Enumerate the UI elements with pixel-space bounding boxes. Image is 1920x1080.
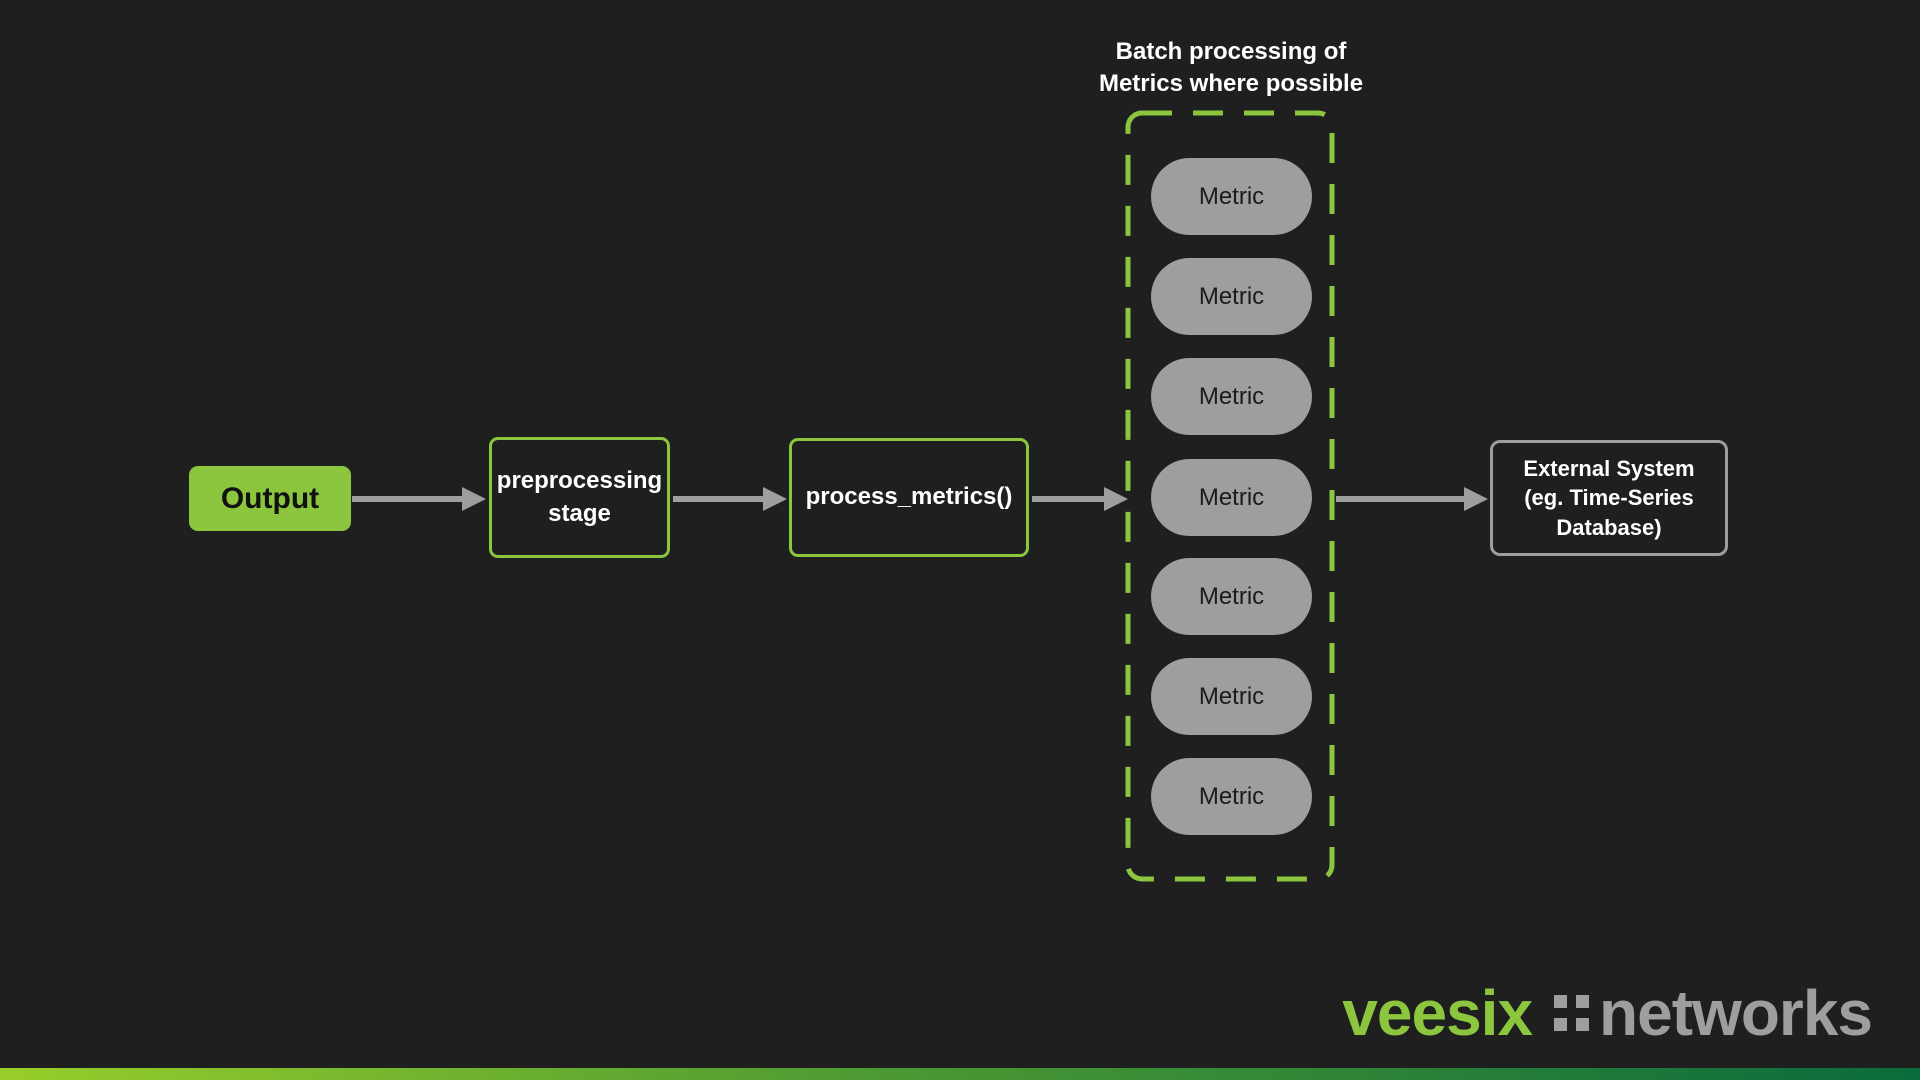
arrow-shaft	[1032, 496, 1106, 502]
node-preprocessing-label-line1: preprocessing	[496, 467, 663, 495]
node-preprocessing-stage: preprocessing stage	[489, 437, 670, 558]
metric-pill: Metric	[1151, 758, 1312, 835]
node-external-system: External System (eg. Time-Series Databas…	[1490, 440, 1728, 556]
metric-pill: Metric	[1151, 258, 1312, 335]
metric-pill-label: Metric	[1198, 282, 1265, 310]
logo-colon-dot	[1554, 1018, 1568, 1031]
metric-pill: Metric	[1151, 358, 1312, 435]
veesix-networks-logo: veesix networks	[1342, 976, 1873, 1050]
arrow-shaft	[1336, 496, 1466, 502]
batch-title-line2: Metrics where possible	[1098, 70, 1364, 98]
batch-group-dashed-border	[1125, 110, 1335, 882]
arrowhead-icon	[462, 487, 486, 511]
arrow-shaft	[673, 496, 765, 502]
node-process-metrics-label: process_metrics()	[805, 483, 1013, 511]
arrowhead-icon	[1104, 487, 1128, 511]
batch-title-line1: Batch processing of	[1115, 38, 1347, 65]
node-preprocessing-label-line2: stage	[548, 499, 611, 527]
metric-pill: Metric	[1151, 558, 1312, 635]
arrowhead-icon	[763, 487, 787, 511]
logo-colon-dot	[1576, 1018, 1590, 1031]
arrowhead-icon	[1464, 487, 1488, 511]
metric-pill-label: Metric	[1198, 382, 1265, 410]
metric-pill-label: Metric	[1198, 483, 1265, 511]
node-external-label-line1: External System	[1523, 456, 1695, 482]
metric-pill-label: Metric	[1198, 782, 1265, 810]
logo-colon-dot	[1576, 995, 1590, 1008]
logo-name-text: networks	[1599, 977, 1873, 1049]
node-external-label-line2: (eg. Time-Series	[1524, 485, 1694, 511]
metric-pill-label: Metric	[1198, 182, 1265, 210]
metric-pill: Metric	[1151, 158, 1312, 235]
node-external-label-line3: Database)	[1556, 514, 1662, 540]
metric-pill-label: Metric	[1198, 682, 1265, 710]
logo-brand-text: veesix	[1342, 977, 1533, 1049]
batch-group-title: Batch processing of Metrics where possib…	[1056, 36, 1406, 101]
node-output: Output	[189, 466, 351, 531]
logo-colon-icon	[1554, 995, 1590, 1031]
metric-pill: Metric	[1151, 459, 1312, 536]
metric-pill: Metric	[1151, 658, 1312, 735]
footer-accent-bar	[0, 1068, 1920, 1080]
node-output-label: Output	[220, 481, 320, 515]
logo-colon-dot	[1554, 995, 1568, 1008]
metric-pill-label: Metric	[1198, 582, 1265, 610]
arrow-shaft	[352, 496, 464, 502]
node-process-metrics: process_metrics()	[789, 438, 1029, 557]
